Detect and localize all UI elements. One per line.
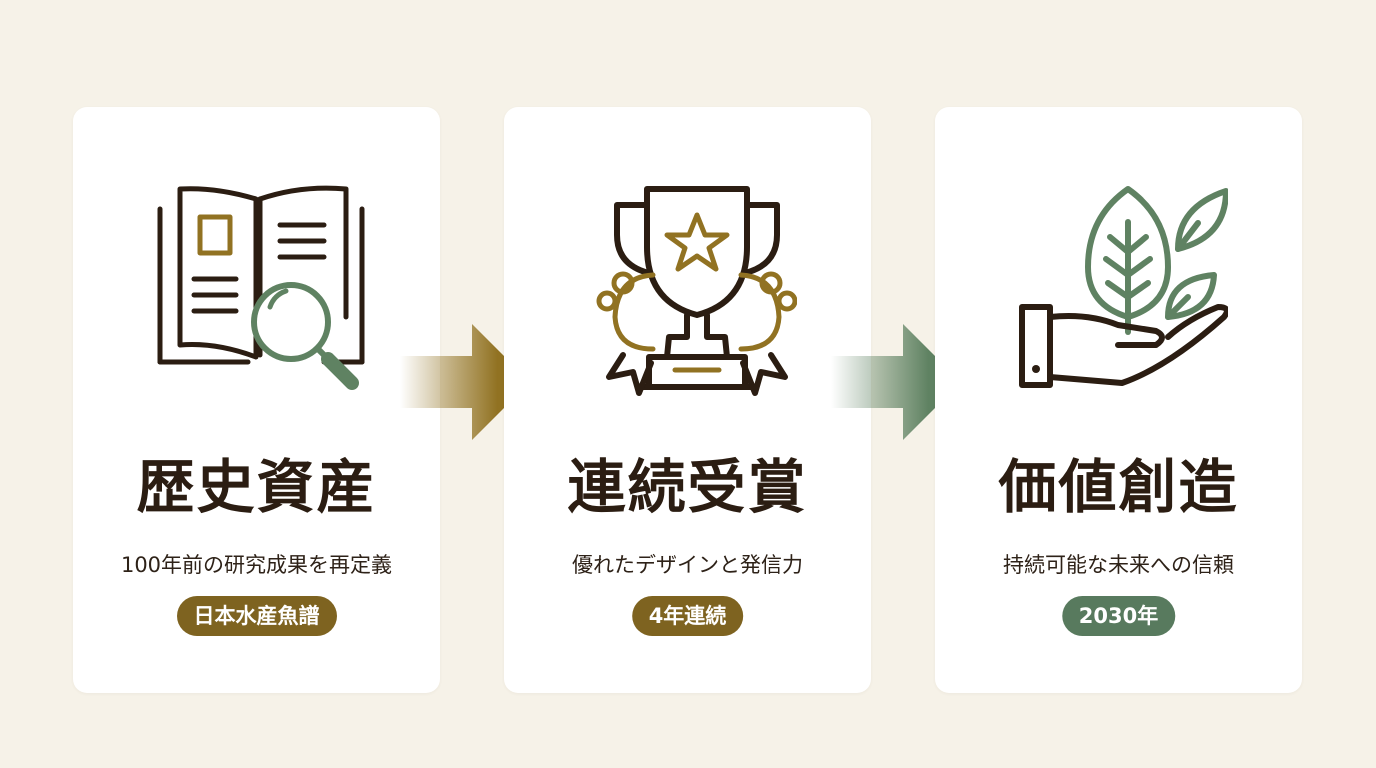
step-title: 連続受賞 <box>567 453 808 521</box>
step-card-awards: 連続受賞 優れたデザインと発信力 4年連続 <box>504 107 871 693</box>
book-magnifier-icon <box>157 185 365 390</box>
step-title: 価値創造 <box>998 453 1239 521</box>
step-subtitle: 100年前の研究成果を再定義 <box>120 553 393 577</box>
step-badge: 4年連続 <box>631 596 744 636</box>
step-card-history: 歴史資産 100年前の研究成果を再定義 日本水産魚譜 <box>73 107 440 693</box>
step-title: 歴史資産 <box>136 453 377 521</box>
step-subtitle: 優れたデザインと発信力 <box>572 553 803 577</box>
arrow-right-icon <box>831 324 961 440</box>
arrow-right-icon <box>400 324 530 440</box>
trophy-icon <box>596 186 797 396</box>
step-badge: 2030年 <box>1061 596 1176 636</box>
step-card-value: 価値創造 持続可能な未来への信頼 2030年 <box>935 107 1302 693</box>
step-subtitle: 持続可能な未来への信頼 <box>1003 553 1234 577</box>
step-badge: 日本水産魚譜 <box>176 596 337 636</box>
hand-leaves-icon <box>1019 186 1228 388</box>
